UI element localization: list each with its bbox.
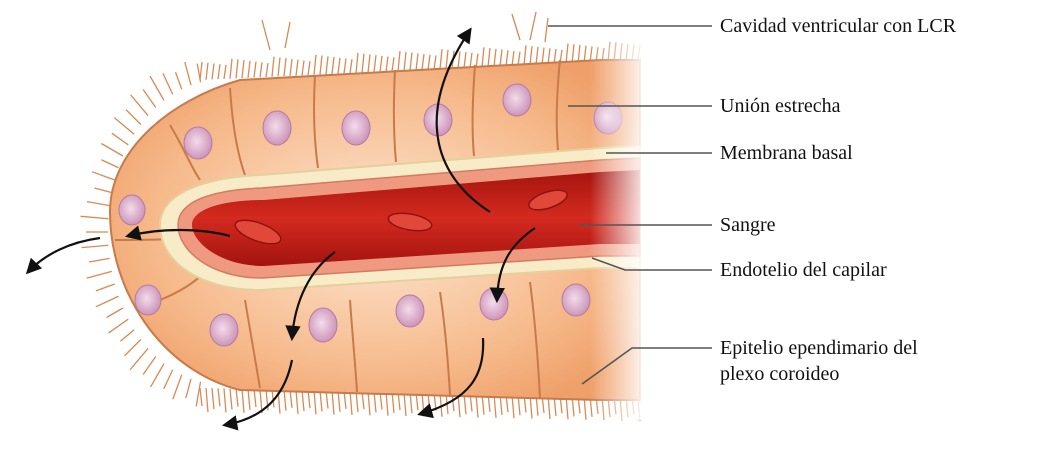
label-ependymal-epithelium-line1: Epitelio ependimario del bbox=[720, 336, 918, 360]
label-blood: Sangre bbox=[720, 213, 776, 237]
label-ventricular-cavity: Cavidad ventricular con LCR bbox=[720, 14, 956, 38]
label-tight-junction: Unión estrecha bbox=[720, 94, 841, 118]
arrow-left-out bbox=[28, 238, 100, 272]
label-ependymal-epithelium-line2: plexo coroideo bbox=[720, 362, 839, 386]
label-basal-membrane: Membrana basal bbox=[720, 141, 853, 165]
right-edge-fade bbox=[590, 40, 650, 420]
label-capillary-endothelium: Endotelio del capilar bbox=[720, 258, 887, 282]
